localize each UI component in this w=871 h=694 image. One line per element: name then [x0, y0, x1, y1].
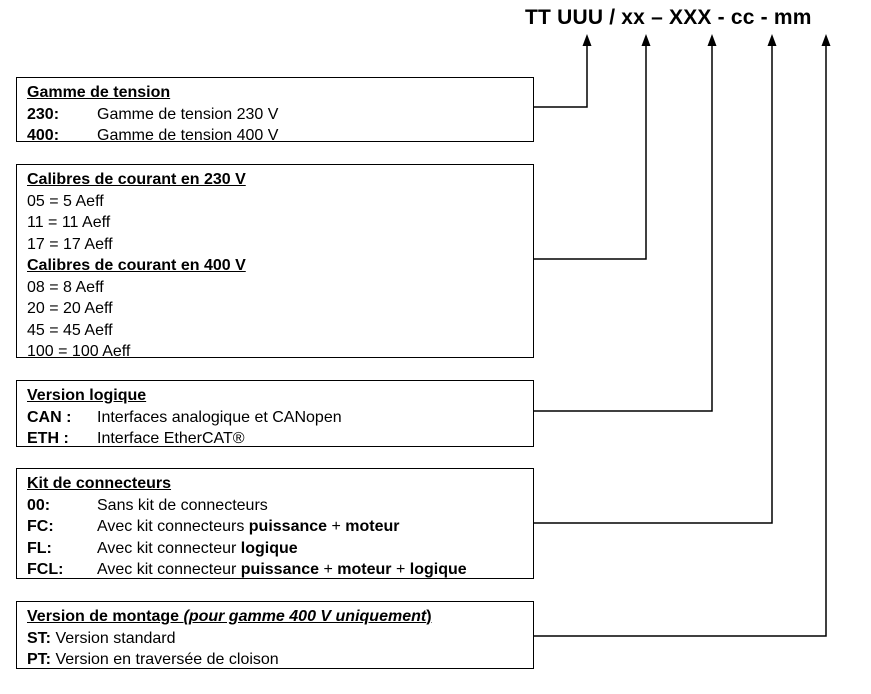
item-text: + — [327, 518, 346, 535]
box-title: Version de montage (pour gamme 400 V uni… — [27, 606, 533, 628]
box-kit-connecteurs: Kit de connecteurs 00: Sans kit de connec… — [16, 468, 534, 579]
box-title: Gamme de tension — [27, 84, 171, 101]
arrowhead-cc — [767, 34, 777, 46]
title-italic: (pour gamme 400 V uniquement — [183, 608, 427, 625]
box-title: Kit de connecteurs — [27, 475, 172, 492]
item-bold: moteur — [337, 561, 392, 578]
item-key: FL: — [27, 539, 52, 557]
list-item: 100 = 100 Aeff — [27, 343, 131, 360]
item-key: 400: — [27, 127, 60, 144]
item-key: 230: — [27, 105, 60, 123]
item-key: 00: — [27, 496, 51, 514]
connector-calibres — [534, 45, 647, 260]
item-text: + — [391, 561, 410, 578]
connector-connecteurs — [534, 45, 773, 524]
title-text: Version de montage — [27, 608, 184, 625]
item-key: FC: — [27, 518, 54, 535]
item-bold: logique — [409, 561, 467, 578]
item-text: Interfaces analogique et CANopen — [97, 408, 342, 426]
list-item: 11 = 11 Aeff — [27, 214, 111, 231]
list-item: CAN : Interfaces analogique et CANopen — [27, 407, 533, 429]
box-title-230: Calibres de courant en 230 V — [27, 171, 246, 188]
list-item: ETH : Interface EtherCAT® — [27, 428, 533, 450]
list-item: FC: Avec kit connecteurs puissance + mote… — [27, 516, 533, 538]
item-bold: logique — [240, 539, 298, 557]
item-text: Gamme de tension 400 V — [97, 127, 279, 144]
product-code: TT UUU / xx – XXX - cc - mm — [525, 6, 812, 29]
list-item: ST: Version standard — [27, 628, 533, 650]
connector-tension — [534, 45, 588, 108]
arrowhead-xxx — [707, 34, 717, 46]
list-item: 230: Gamme de tension 230 V — [27, 104, 533, 126]
item-bold: moteur — [345, 518, 400, 535]
box-title: Version logique — [27, 387, 147, 404]
item-text: Interface EtherCAT® — [97, 430, 245, 447]
arrowhead-xx — [641, 34, 651, 46]
list-item: 17 = 17 Aeff — [27, 235, 113, 253]
arrowhead-mm — [821, 34, 831, 46]
list-item: 45 = 45 Aeff — [27, 321, 113, 339]
item-text: + — [319, 561, 338, 578]
box-calibres-courant: Calibres de courant en 230 V 05 = 5 Aeff… — [16, 164, 534, 360]
item-bold: puissance — [240, 561, 320, 578]
arrowhead-uuu — [582, 34, 592, 46]
box-version-montage: Version de montage (pour gamme 400 V uni… — [16, 601, 534, 669]
list-item: PT: Version en traversée de cloison — [27, 649, 533, 671]
item-key: CAN : — [27, 408, 72, 426]
item-key: ST: — [27, 629, 51, 647]
list-item: 20 = 20 Aeff — [27, 300, 113, 317]
item-text: Version en traversée de cloison — [51, 651, 279, 668]
item-key: FCL: — [27, 561, 64, 578]
item-text: Version standard — [51, 629, 176, 647]
list-item: 00: Sans kit de connecteurs — [27, 495, 533, 517]
connector-logique — [534, 45, 713, 412]
connector-montage — [534, 45, 827, 637]
item-text: Sans kit de connecteurs — [97, 496, 268, 514]
box-title-400: Calibres de courant en 400 V — [27, 257, 246, 274]
list-item: 400: Gamme de tension 400 V — [27, 125, 533, 147]
box-gamme-tension: Gamme de tension 230: Gamme de tension 23… — [16, 77, 534, 144]
list-item: 05 = 5 Aeff — [27, 192, 104, 210]
item-text: Avec kit connecteur — [97, 539, 241, 557]
list-item: FL: Avec kit connecteur logique — [27, 538, 533, 560]
box-version-logique: Version logique CAN : Interfaces analogiq… — [16, 380, 534, 447]
item-text: Avec kit connecteurs — [97, 518, 249, 535]
item-text: Avec kit connecteur — [97, 561, 241, 578]
item-key: ETH : — [27, 430, 69, 447]
item-bold: puissance — [248, 518, 328, 535]
list-item: FCL: Avec kit connecteur puissance + mote… — [27, 559, 533, 581]
item-key: PT: — [27, 651, 51, 668]
list-item: 08 = 8 Aeff — [27, 278, 104, 296]
title-close: ) — [426, 608, 432, 625]
item-text: Gamme de tension 230 V — [97, 105, 279, 123]
